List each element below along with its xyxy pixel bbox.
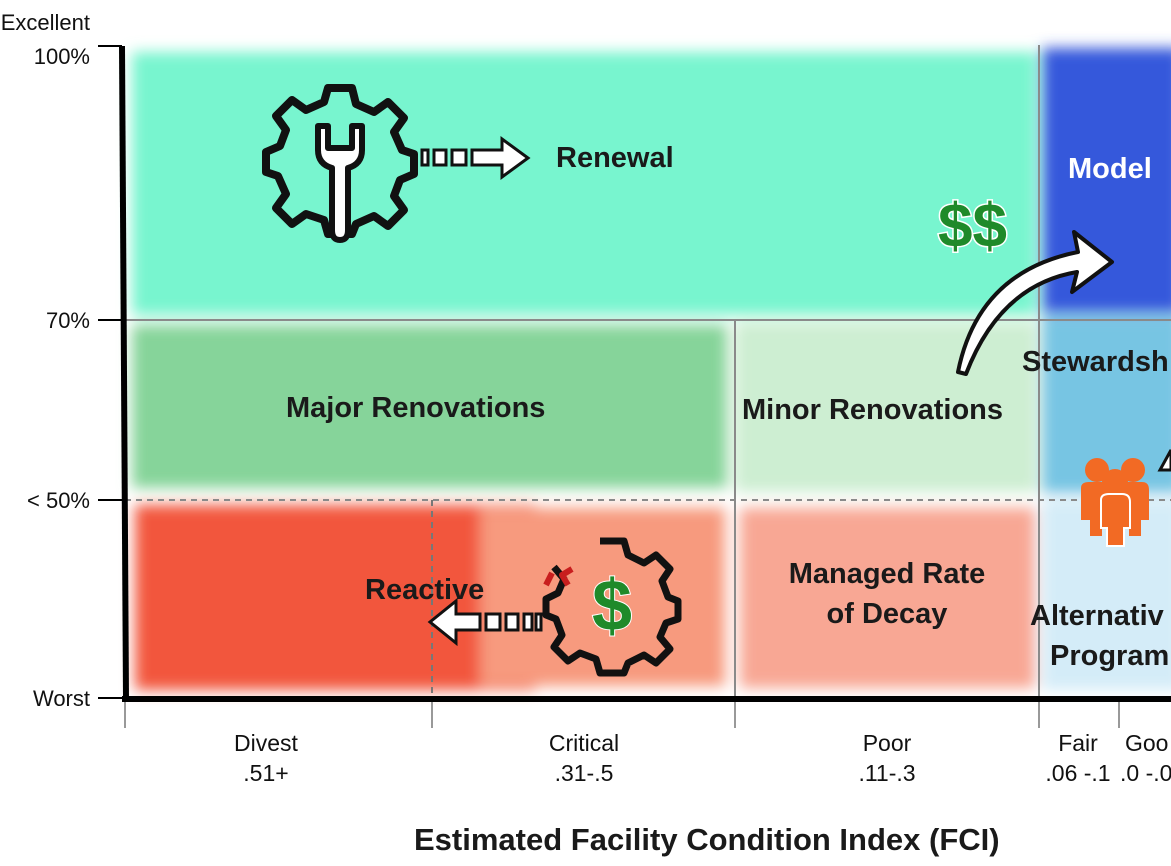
x-category-divest: Divest .51+	[216, 728, 316, 788]
minor-renovations-label: Minor Renovations	[742, 394, 1004, 426]
x-category-range: .06 -.1	[1045, 760, 1111, 786]
x-category-name: Goo	[1125, 730, 1169, 756]
x-category-name: Poor	[862, 730, 912, 756]
gear-dollar-icon: $	[542, 537, 682, 677]
managed-rate-zone	[740, 508, 1035, 688]
x-category-name: Critical	[548, 730, 620, 756]
x-category-poor: Poor .11-.3	[837, 728, 937, 788]
x-category-name: Fair	[1058, 730, 1098, 756]
reactive-zone	[135, 505, 535, 690]
money-icon: $$	[937, 191, 1009, 263]
svg-text:$: $	[592, 566, 632, 646]
major-renovations-label: Major Renovations	[286, 392, 546, 424]
y-tick-worst: Worst	[32, 686, 90, 711]
x-category-good: Goo .0 -.0	[1119, 728, 1171, 788]
y-tick-excellent: Excellent	[0, 10, 90, 35]
x-category-name: Divest	[234, 730, 298, 756]
warning-triangle-icon	[1157, 449, 1171, 472]
alternative-label: Alternativ Program	[1030, 596, 1171, 676]
managed-rate-label: Managed Rate of Decay	[775, 554, 999, 634]
x-category-fair: Fair .06 -.1	[1035, 728, 1121, 788]
x-category-critical: Critical .31-.5	[534, 728, 634, 788]
renewal-label: Renewal	[556, 142, 674, 174]
renewal-zone	[132, 52, 1037, 315]
x-category-range: .51+	[243, 760, 289, 786]
y-tick-100: 100%	[33, 44, 90, 69]
minor-renovations-zone	[735, 322, 1037, 492]
managed-rate-line1: Managed Rate	[788, 558, 986, 590]
stewardship-label: Stewardsh	[1022, 346, 1169, 378]
model-label: Model	[1068, 153, 1152, 185]
x-axis-title: Estimated Facility Condition Index (FCI)	[414, 822, 1000, 857]
alternative-line2: Program	[1050, 640, 1170, 672]
people-icon	[1081, 458, 1149, 547]
arrow-left-icon	[427, 597, 543, 647]
svg-text:$$: $$	[938, 192, 1007, 261]
y-axis	[119, 45, 129, 701]
y-tick-50: < 50%	[27, 488, 90, 513]
x-category-range: .11-.3	[858, 760, 916, 786]
y-tick-70: 70%	[45, 308, 90, 333]
curved-arrow-icon	[956, 230, 1114, 376]
alternative-line1: Alternativ	[1030, 600, 1164, 632]
reactive-label: Reactive	[365, 574, 485, 606]
managed-rate-line2: of Decay	[826, 598, 948, 630]
x-category-range: .0 -.0	[1120, 760, 1171, 786]
x-category-range: .31-.5	[554, 760, 614, 786]
major-renovations-zone	[132, 325, 727, 488]
gear-wrench-icon	[262, 84, 418, 243]
arrow-right-icon	[420, 136, 531, 180]
